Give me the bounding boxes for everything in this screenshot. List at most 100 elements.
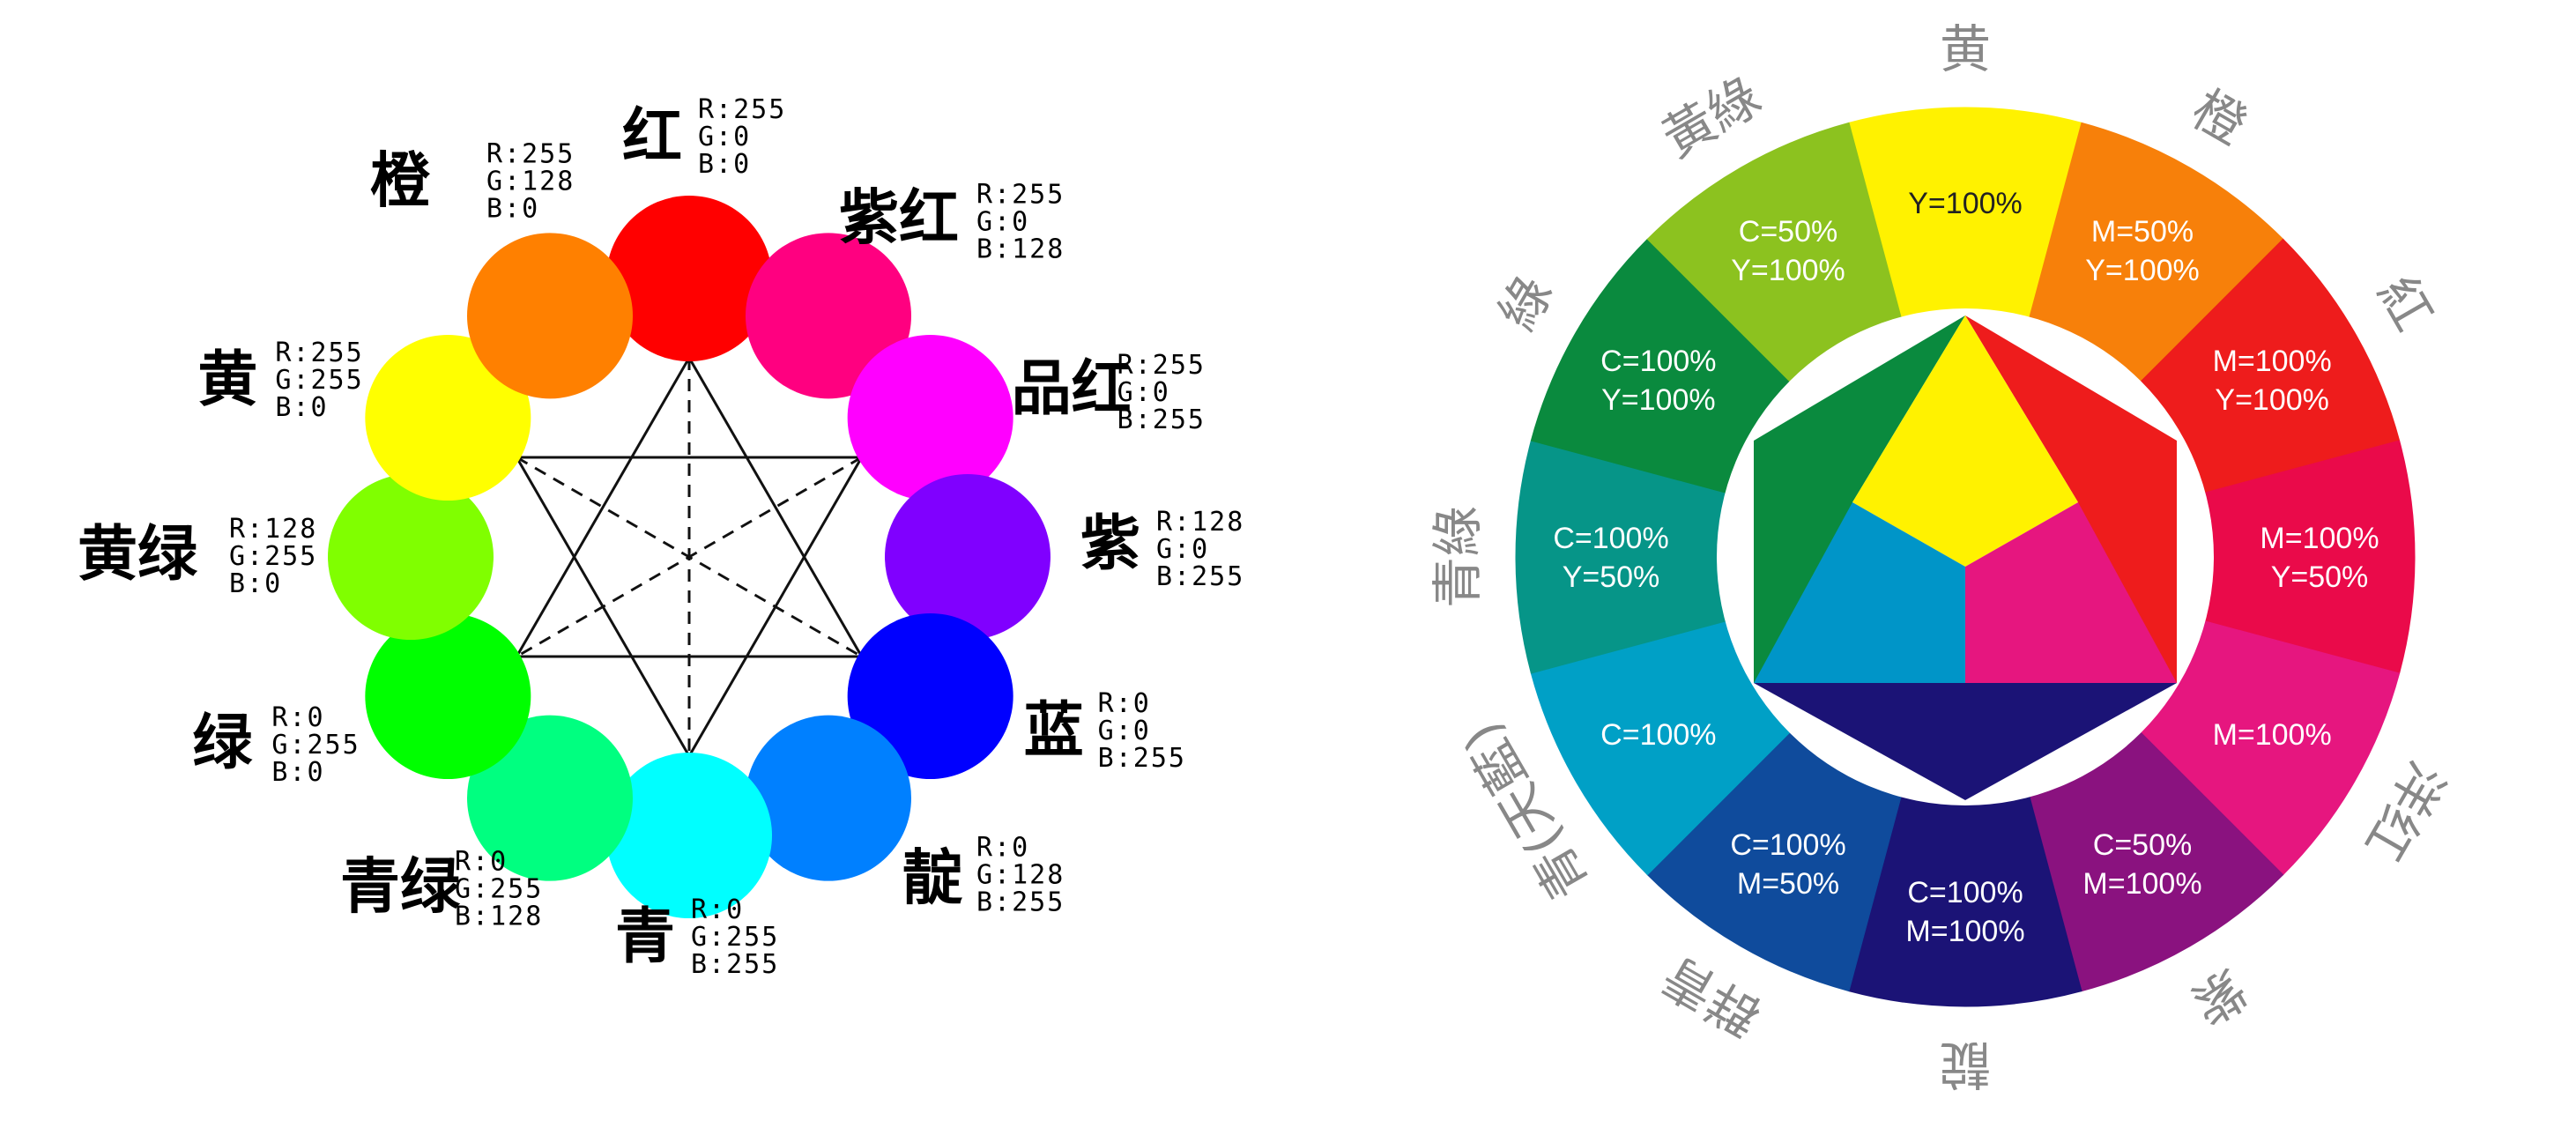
dashed-line-3 xyxy=(516,456,863,658)
segment-value-crimson-1: Y=50% xyxy=(2271,560,2369,594)
segment-value-ultramarine-1: M=50% xyxy=(1737,867,1839,901)
segment-value-teal-1: Y=50% xyxy=(1563,560,1660,594)
circle-blue xyxy=(847,613,1013,779)
ring-segment-crimson: M=100% Y=50% xyxy=(2204,440,2416,674)
segment-value-cyan-0: C=100% xyxy=(1600,718,1716,752)
segment-value-crimson-0: M=100% xyxy=(2260,522,2379,555)
segment-value-orange-1: Y=100% xyxy=(2085,254,2200,287)
circle-green xyxy=(365,613,531,779)
color-name-rose: 紫红 xyxy=(839,183,959,253)
color-name-magenta: 品红 xyxy=(1012,354,1132,424)
circle-cyan xyxy=(606,753,772,918)
rgb-value-chartreuse-r: R:128 xyxy=(229,514,317,545)
rgb-value-rose-r: R:255 xyxy=(976,179,1065,210)
rgb-value-azure-b: B:255 xyxy=(976,887,1065,918)
rgb-value-red-r: R:255 xyxy=(698,94,786,125)
color-name-red: 红 xyxy=(622,102,682,172)
rgb-value-rose-g: G:0 xyxy=(976,206,1029,237)
segment-value-green-0: C=100% xyxy=(1600,345,1716,378)
segment-value-yellowgreen-0: C=50% xyxy=(1739,215,1837,249)
rgb-value-blue-r: R:0 xyxy=(1098,688,1151,719)
rgb-value-green-b: B:0 xyxy=(271,757,324,788)
segment-name-red: 紅 xyxy=(2366,266,2444,340)
triangle-2 xyxy=(514,456,865,760)
segment-value-red-1: Y=100% xyxy=(2215,383,2329,417)
rgb-value-azure-r: R:0 xyxy=(976,833,1029,864)
color-name-orange: 橙 xyxy=(370,146,431,216)
rgb-value-orange-g: G:128 xyxy=(486,166,575,197)
segment-name-teal: 青綠 xyxy=(1428,506,1488,608)
rgb-value-cyan-b: B:255 xyxy=(691,949,779,980)
color-name-violet: 紫 xyxy=(1080,509,1140,579)
center-blue xyxy=(1754,502,1965,683)
cmy-color-wheel: Y=100%黄M=50%Y=100%橙M=100%Y=100%紅M=100%Y=… xyxy=(1428,19,2456,1095)
rgb-value-cyan-r: R:0 xyxy=(691,894,744,925)
rgb-value-chartreuse-b: B:0 xyxy=(229,568,282,599)
segment-value-teal-0: C=100% xyxy=(1553,522,1668,555)
circle-chartreuse xyxy=(328,474,494,640)
rgb-value-spring-r: R:0 xyxy=(455,847,508,878)
circle-magenta xyxy=(847,335,1013,501)
circle-violet xyxy=(885,474,1050,640)
color-name-chartreuse: 黄绿 xyxy=(78,520,198,590)
rgb-value-azure-g: G:128 xyxy=(976,860,1065,891)
rgb-value-yellow-r: R:255 xyxy=(275,338,363,368)
rgb-value-rose-b: B:128 xyxy=(976,234,1065,264)
circle-orange xyxy=(467,233,633,399)
rgb-value-yellow-g: G:255 xyxy=(275,365,363,396)
rgb-value-chartreuse-g: G:255 xyxy=(229,541,317,572)
rgb-value-violet-b: B:255 xyxy=(1156,561,1244,592)
rgb-value-magenta-g: G:0 xyxy=(1117,377,1170,408)
segment-name-indigo: 靛 xyxy=(1940,1035,1991,1095)
color-name-green: 绿 xyxy=(192,709,253,778)
rgb-value-spring-g: G:255 xyxy=(455,874,543,905)
segment-value-yellowgreen-1: Y=100% xyxy=(1731,254,1845,287)
rgb-value-green-r: R:0 xyxy=(271,702,324,733)
segment-value-purple-0: C=50% xyxy=(2093,828,2192,862)
circle-red xyxy=(606,196,772,361)
color-name-cyan: 青 xyxy=(615,902,675,972)
center-figure xyxy=(1754,315,2177,800)
rgb-value-red-b: B:0 xyxy=(698,149,751,180)
rgb-value-yellow-b: B:0 xyxy=(275,392,328,423)
rgb-value-green-g: G:255 xyxy=(271,730,360,761)
segment-value-magenta-0: M=100% xyxy=(2213,718,2332,752)
circle-yellow xyxy=(365,335,531,501)
segment-name-yellow: 黄 xyxy=(1940,19,1991,79)
segment-name-ultramarine: 群青 xyxy=(1652,945,1771,1048)
center-indigo xyxy=(1754,683,2177,800)
segment-value-ultramarine-0: C=100% xyxy=(1730,828,1845,862)
rgb-value-red-g: G:0 xyxy=(698,122,751,152)
segment-value-purple-1: M=100% xyxy=(2082,867,2201,901)
segment-name-green: 綠 xyxy=(1487,266,1564,340)
circle-spring xyxy=(467,715,633,881)
rgb-value-violet-r: R:128 xyxy=(1156,507,1244,538)
segment-name-magenta: 洋红 xyxy=(2353,752,2456,870)
rgb-value-spring-b: B:128 xyxy=(455,902,543,932)
segment-value-indigo-1: M=100% xyxy=(1905,915,2024,948)
segment-name-purple: 紫 xyxy=(2182,958,2256,1035)
hexagram-lines xyxy=(514,354,865,760)
segment-value-green-1: Y=100% xyxy=(1601,383,1716,417)
rgb-value-orange-b: B:0 xyxy=(486,193,539,224)
circle-rose xyxy=(746,233,911,399)
color-name-spring: 青绿 xyxy=(340,853,461,923)
segment-value-yellow-0: Y=100% xyxy=(1908,187,2023,220)
circle-azure xyxy=(746,715,911,881)
rgb-value-violet-g: G:0 xyxy=(1156,534,1209,565)
rgb-value-orange-r: R:255 xyxy=(486,138,575,169)
rgb-value-magenta-r: R:255 xyxy=(1117,350,1206,381)
